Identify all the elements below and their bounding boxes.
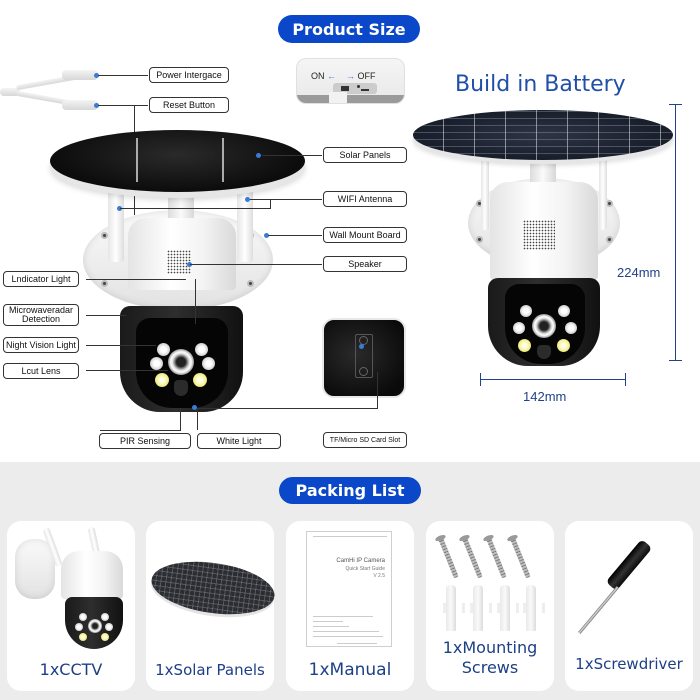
packing-item-label: 1xSolar Panels <box>155 661 265 679</box>
packing-item-label: 1xManual <box>308 660 392 680</box>
night-vision-led-icon <box>195 343 208 356</box>
callout-pir-sensing: PIR Sensing <box>99 433 191 449</box>
night-vision-led-icon <box>565 322 577 334</box>
night-vision-led-icon <box>202 357 215 370</box>
callout-reset-button: Reset Button <box>149 97 229 113</box>
product-size-section: Product Size Power Intergace Reset Butto… <box>0 15 682 449</box>
arrow-left-icon: ← <box>327 71 337 81</box>
packing-list-title: Packing List <box>279 477 421 504</box>
callout-night-vision-light: Night Vision Light <box>3 337 79 353</box>
callout-sd-card-slot: TF/Micro SD Card Slot <box>323 432 407 448</box>
sd-card-slot-inset <box>322 318 406 398</box>
packing-item-screwdriver <box>565 521 693 691</box>
switch-off-label: OFF <box>357 71 376 81</box>
arrow-right-icon: → <box>346 71 356 81</box>
packing-item-label-line1: 1xMounting <box>442 638 538 657</box>
callout-wall-mount-board: Wall Mount Board <box>323 227 407 243</box>
build-in-battery-title: Build in Battery <box>455 72 626 97</box>
callout-wifi-antenna: WIFI Antenna <box>323 191 407 207</box>
power-switch-inset: ON ← → OFF <box>296 58 405 104</box>
packing-item-manual: CamHi IP Camera Quick Start Guide V 2.5 … <box>286 521 414 691</box>
night-vision-led-icon <box>150 357 163 370</box>
lens-icon <box>532 314 556 338</box>
packing-item-cctv: 1xCCTV <box>7 521 135 691</box>
height-dimension-label: 224mm <box>617 265 661 280</box>
night-vision-led-icon <box>558 305 570 317</box>
solar-panel-icon <box>148 554 278 622</box>
solar-panel-icon <box>413 110 673 160</box>
white-light-led-icon <box>193 373 207 387</box>
callout-solar-panels: Solar Panels <box>323 147 407 163</box>
manual-icon: CamHi IP Camera Quick Start Guide V 2.5 <box>306 531 392 647</box>
wifi-antenna-icon <box>481 155 489 230</box>
callout-power-interface: Power Intergace <box>149 67 229 83</box>
wifi-antenna-icon <box>599 155 607 230</box>
callout-microwave-radar: Microwaveradar Detection <box>3 304 79 326</box>
power-switch-icon <box>333 83 377 94</box>
lens-icon <box>168 349 194 375</box>
white-light-led-icon <box>557 339 570 352</box>
sd-slot-icon <box>355 334 373 378</box>
night-vision-led-icon <box>513 322 525 334</box>
callout-icut-lens: Lcut Lens <box>3 363 79 379</box>
product-size-title: Product Size <box>278 15 420 43</box>
packing-item-label-line2: Screws <box>461 658 519 677</box>
night-vision-led-icon <box>157 343 170 356</box>
packing-item-solar-panels: 1xSolar Panels <box>146 521 278 691</box>
callout-white-light: White Light <box>197 433 281 449</box>
wifi-antenna-icon <box>237 180 253 262</box>
switch-on-label: ON <box>311 71 325 81</box>
callout-speaker: Speaker <box>323 256 407 272</box>
packing-item-label: 1xCCTV <box>39 660 103 679</box>
width-dimension-label: 142mm <box>523 389 567 404</box>
solar-panel-icon <box>50 130 305 192</box>
pir-sensor-icon <box>174 380 188 396</box>
packing-item-mounting-screws: 1xMounting Screws <box>426 521 554 691</box>
pir-sensor-icon <box>537 345 551 359</box>
wifi-antenna-icon <box>108 180 124 262</box>
packing-item-label: 1xScrewdriver <box>575 655 683 673</box>
night-vision-led-icon <box>520 305 532 317</box>
white-light-led-icon <box>155 373 169 387</box>
speaker-grille-icon <box>523 220 555 250</box>
callout-indicator-light: Lndicator Light <box>3 271 79 287</box>
white-light-led-icon <box>518 339 531 352</box>
